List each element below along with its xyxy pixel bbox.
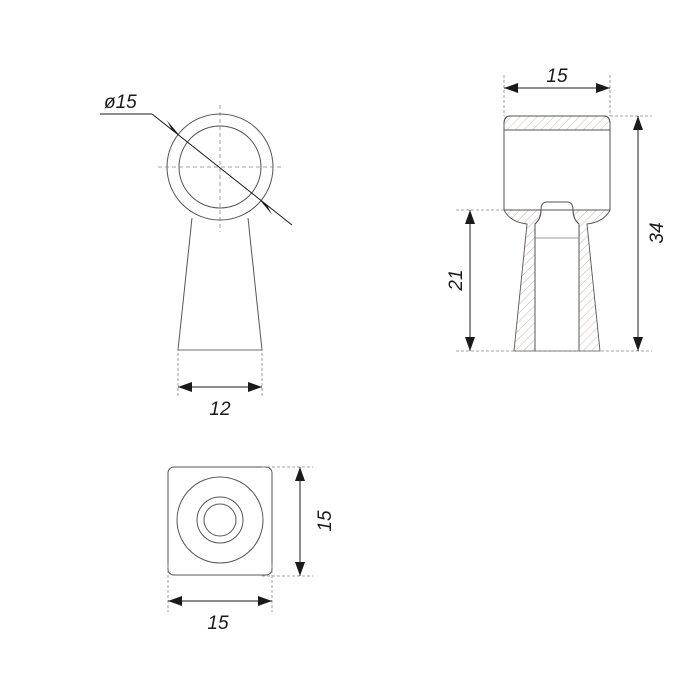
diameter-arrow-upper bbox=[167, 120, 180, 136]
bottom-width-arrow-left bbox=[168, 596, 182, 606]
side-height-total-label: 34 bbox=[647, 222, 668, 243]
side-top-hatch bbox=[503, 115, 611, 131]
front-view: ø15 12 bbox=[100, 92, 293, 420]
diameter-label: ø15 bbox=[104, 92, 137, 113]
bottom-circle-middle bbox=[196, 496, 244, 544]
side-height-total-arrow-bottom bbox=[633, 337, 643, 351]
diameter-arrow-lower bbox=[259, 199, 272, 215]
bottom-height-label: 15 bbox=[315, 510, 336, 532]
side-height-leg-arrow-top bbox=[465, 210, 475, 224]
side-bore-outline bbox=[534, 201, 580, 352]
front-width-label: 12 bbox=[209, 399, 231, 420]
side-top-arrow-left bbox=[504, 83, 518, 93]
front-width-arrow-left bbox=[178, 382, 192, 392]
front-leg-outline bbox=[177, 217, 263, 351]
bottom-circle-inner bbox=[203, 503, 237, 537]
side-height-leg-arrow-bottom bbox=[465, 337, 475, 351]
bottom-view: 15 15 bbox=[167, 466, 336, 634]
bottom-height-arrow-top bbox=[295, 467, 305, 481]
side-top-width-label: 15 bbox=[546, 66, 568, 87]
bottom-height-arrow-bottom bbox=[295, 562, 305, 576]
side-top-arrow-right bbox=[596, 83, 610, 93]
side-height-total-arrow-top bbox=[633, 116, 643, 130]
bottom-square-outline bbox=[167, 466, 273, 576]
side-height-leg-label: 21 bbox=[446, 269, 467, 291]
bottom-circle-outer bbox=[176, 476, 264, 564]
side-view: 15 34 21 bbox=[446, 66, 668, 352]
diameter-dimension-line bbox=[151, 113, 293, 226]
bottom-width-label: 15 bbox=[207, 613, 229, 634]
front-width-arrow-right bbox=[248, 382, 262, 392]
bottom-width-arrow-right bbox=[258, 596, 272, 606]
